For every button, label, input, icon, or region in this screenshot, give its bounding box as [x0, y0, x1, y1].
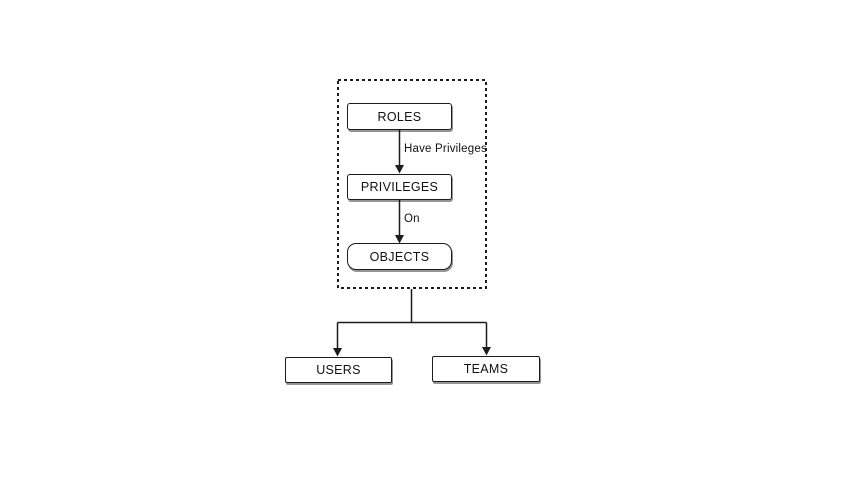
edge-roles-privileges-arrowhead	[395, 165, 404, 174]
node-teams: TEAMS	[432, 356, 540, 382]
node-objects: OBJECTS	[347, 243, 452, 270]
node-privileges-label: PRIVILEGES	[360, 180, 439, 194]
edge-label-on: On	[404, 213, 420, 225]
node-users: USERS	[285, 357, 392, 383]
node-objects-label: OBJECTS	[369, 249, 430, 264]
node-users-label: USERS	[316, 363, 361, 377]
node-roles-label: ROLES	[377, 109, 422, 124]
edge-privileges-objects-arrowhead	[395, 235, 404, 244]
edge-group-teams-arrowhead	[482, 347, 491, 356]
dashed-group-border	[337, 79, 487, 289]
edge-group-users-arrowhead	[333, 348, 342, 357]
node-roles: ROLES	[347, 103, 452, 130]
node-teams-label: TEAMS	[463, 362, 509, 376]
edge-label-have-privileges: Have Privileges	[404, 143, 487, 155]
node-privileges: PRIVILEGES	[347, 174, 452, 200]
